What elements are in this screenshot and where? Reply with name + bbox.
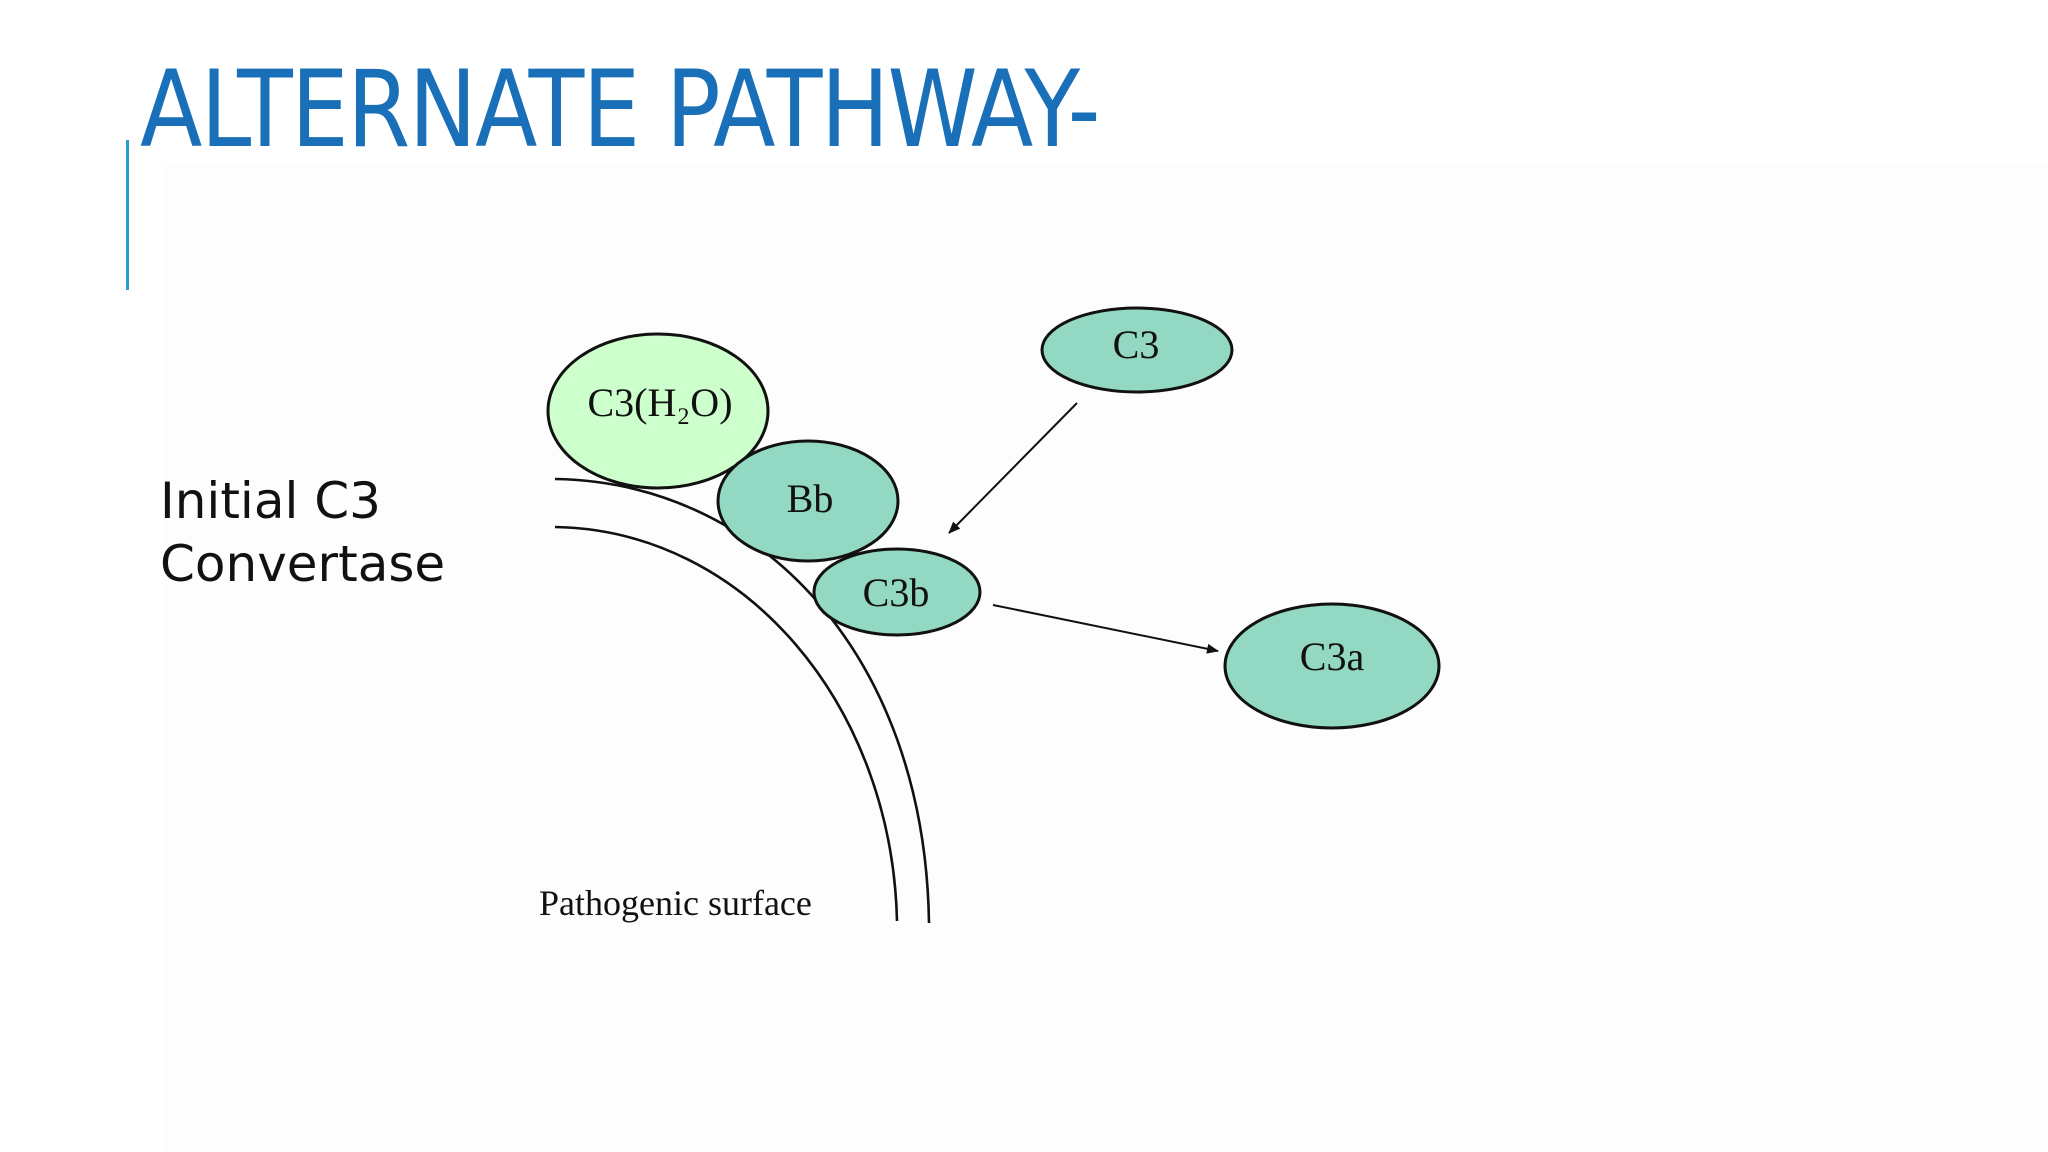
c3b-label: C3b (863, 570, 930, 615)
side-label: Initial C3 Convertase (160, 470, 445, 596)
c3-node: C3 (1040, 306, 1234, 394)
bb-node: Bb (716, 439, 900, 563)
c3b-node: C3b (812, 547, 982, 637)
c3a-label: C3a (1300, 634, 1365, 679)
c3h2o-label: C3(H₂O) (587, 380, 732, 425)
title-accent-bar (126, 140, 129, 290)
bb-ellipse (716, 439, 900, 563)
c3-ellipse (1040, 306, 1234, 394)
arrow-c3b-to-c3a (992, 604, 1219, 654)
c3-label: C3 (1113, 322, 1160, 367)
membrane-outer-arc (554, 477, 931, 924)
bb-label: Bb (787, 476, 834, 521)
c3a-ellipse (1223, 602, 1441, 730)
c3a-node: C3a (1223, 602, 1441, 730)
slide-title: ALTERNATE PATHWAY- (140, 48, 1101, 171)
arrow-c3-to-c3b (948, 402, 1078, 534)
pathogenic-surface-label: Pathogenic surface (539, 883, 812, 923)
c3h2o-ellipse (546, 332, 770, 490)
membrane-inner-arc (554, 525, 899, 922)
c3b-ellipse (812, 547, 982, 637)
side-label-line-2: Convertase (160, 535, 446, 593)
side-label-line-1: Initial C3 (160, 472, 381, 530)
c3h2o-node: C3(H₂O) (546, 332, 770, 490)
